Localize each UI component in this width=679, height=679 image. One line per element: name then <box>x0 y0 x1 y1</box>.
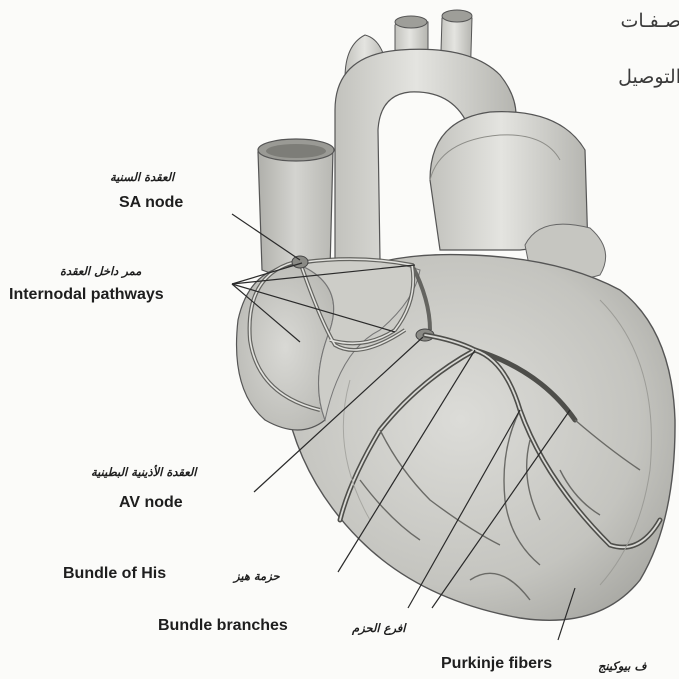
bundle-of-his-label-ar: حزمة هيز <box>234 569 280 583</box>
internodal-label-ar: ممر داخل العقدة <box>60 264 141 278</box>
sa-node-label: SA node <box>119 194 183 212</box>
purkinje-fibers-label-ar: ف بيوكينج <box>598 659 646 673</box>
purkinje-fibers-label: Purkinje fibers <box>441 655 552 673</box>
av-node-label-ar: العقدة الأذينية البطينية <box>91 465 197 479</box>
bundle-branches-label: Bundle branches <box>158 617 288 635</box>
corner-text-line2: التوصيل <box>618 66 679 88</box>
bundle-of-his-label: Bundle of His <box>63 565 166 583</box>
corner-text-line1: صـفـات <box>620 10 679 32</box>
bundle-branches-label-ar: افرع الحزم <box>352 621 406 635</box>
sa-node-label-ar: العقدة السنية <box>110 170 174 184</box>
sa-node <box>292 256 308 268</box>
superior-vena-cava <box>258 139 334 276</box>
av-node-label: AV node <box>119 494 183 512</box>
internodal-label: Internodal pathways <box>9 286 164 304</box>
